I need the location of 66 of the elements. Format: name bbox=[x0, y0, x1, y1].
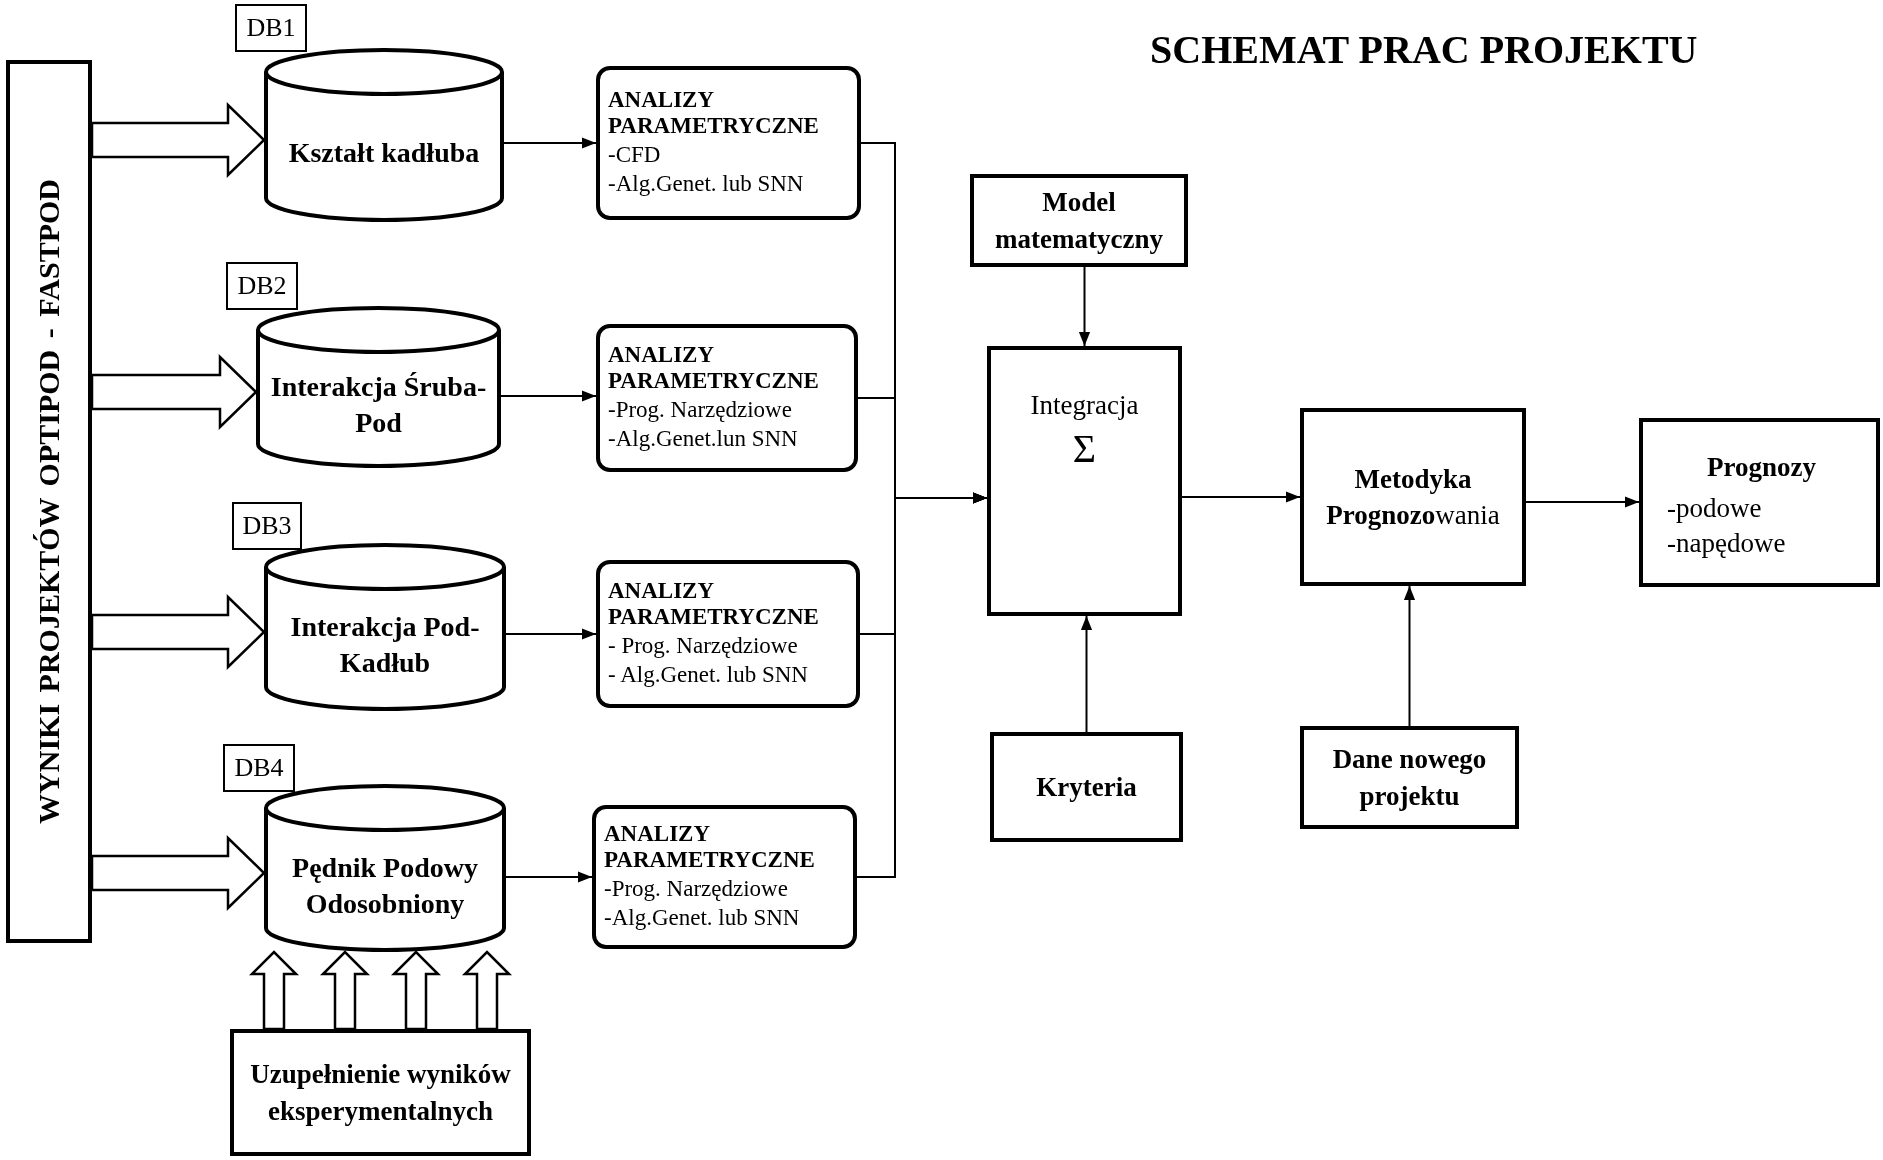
block-arrow bbox=[90, 835, 266, 911]
box-label: Kryteria bbox=[1036, 770, 1137, 804]
database-cylinder bbox=[264, 48, 504, 222]
box-heading: ANALIZY PARAMETRYCZNE bbox=[608, 577, 820, 631]
arrow bbox=[505, 871, 593, 883]
database-tag: DB3 bbox=[232, 502, 302, 550]
box-label: Model matematyczny bbox=[994, 186, 1164, 256]
box-label: Integracja bbox=[1030, 390, 1139, 421]
list-item: -Alg.Genet. lub SNN bbox=[608, 170, 805, 199]
list-item: -napędowe bbox=[1667, 527, 1787, 561]
box-heading: ANALIZY PARAMETRYCZNE bbox=[604, 820, 816, 874]
block-arrow bbox=[320, 950, 370, 1031]
list-item: -podowe bbox=[1667, 492, 1763, 525]
database-tag: DB4 bbox=[223, 744, 295, 792]
process-box bbox=[596, 324, 858, 472]
process-box bbox=[987, 346, 1182, 616]
database-cylinder bbox=[264, 784, 506, 952]
process-box bbox=[990, 732, 1183, 842]
box-label: Uzupełnienie wyników eksperymentalnych bbox=[249, 1058, 512, 1128]
arrow bbox=[1181, 491, 1301, 503]
box-heading: Prognozy bbox=[1707, 452, 1816, 483]
process-box bbox=[596, 66, 861, 220]
vertical-label: WYNIKI PROJEKTÓW OPTIPOD - FASTPOD bbox=[32, 179, 66, 824]
arrow bbox=[1078, 266, 1091, 347]
process-box bbox=[1300, 726, 1519, 829]
arrow bbox=[1080, 615, 1093, 733]
list-item: -Prog. Narzędziowe bbox=[608, 395, 793, 424]
block-arrow bbox=[90, 594, 266, 670]
cylinder-label: Interakcja Śruba-Pod bbox=[269, 369, 488, 440]
database-tag: DB2 bbox=[226, 262, 298, 310]
diagram-title: SCHEMAT PRAC PROJEKTU bbox=[1150, 26, 1698, 73]
list-item: - Alg.Genet. lub SNN bbox=[608, 661, 809, 690]
box-label: Metodyka Prognozowania bbox=[1325, 462, 1501, 532]
database-cylinder bbox=[256, 306, 501, 468]
block-arrow bbox=[391, 950, 441, 1031]
process-box bbox=[596, 560, 860, 708]
process-box bbox=[592, 805, 857, 949]
cylinder-label: Pędnik Podowy Odosobniony bbox=[291, 850, 479, 921]
sum-symbol: Σ bbox=[1072, 425, 1097, 472]
block-arrow bbox=[90, 354, 258, 430]
process-box bbox=[230, 1029, 531, 1156]
list-item: -Alg.Genet. lub SNN bbox=[604, 904, 801, 933]
box-heading: ANALIZY PARAMETRYCZNE bbox=[608, 341, 820, 395]
process-box bbox=[1300, 408, 1526, 586]
arrow bbox=[503, 137, 597, 149]
block-arrow bbox=[90, 102, 266, 178]
database-cylinder bbox=[264, 543, 506, 711]
block-arrow bbox=[249, 950, 299, 1031]
list-item: -CFD bbox=[608, 140, 662, 169]
database-tag: DB1 bbox=[235, 4, 307, 52]
process-box bbox=[1639, 418, 1880, 587]
block-arrow bbox=[462, 950, 512, 1031]
box-heading: ANALIZY PARAMETRYCZNE bbox=[608, 86, 820, 140]
arrow bbox=[1525, 496, 1640, 508]
source-bar bbox=[6, 60, 92, 943]
arrow bbox=[856, 492, 988, 878]
process-box bbox=[970, 174, 1188, 267]
list-item: -Prog. Narzędziowe bbox=[604, 874, 789, 903]
cylinder-label: Interakcja Pod-Kadłub bbox=[289, 609, 481, 680]
arrow bbox=[500, 390, 597, 402]
cylinder-label: Kształt kadłuba bbox=[287, 135, 481, 170]
list-item: -Alg.Genet.lun SNN bbox=[608, 425, 799, 454]
arrow bbox=[505, 628, 597, 640]
box-label: Dane nowego projektu bbox=[1331, 743, 1488, 813]
arrow bbox=[1403, 585, 1416, 727]
list-item: - Prog. Narzędziowe bbox=[608, 631, 799, 660]
